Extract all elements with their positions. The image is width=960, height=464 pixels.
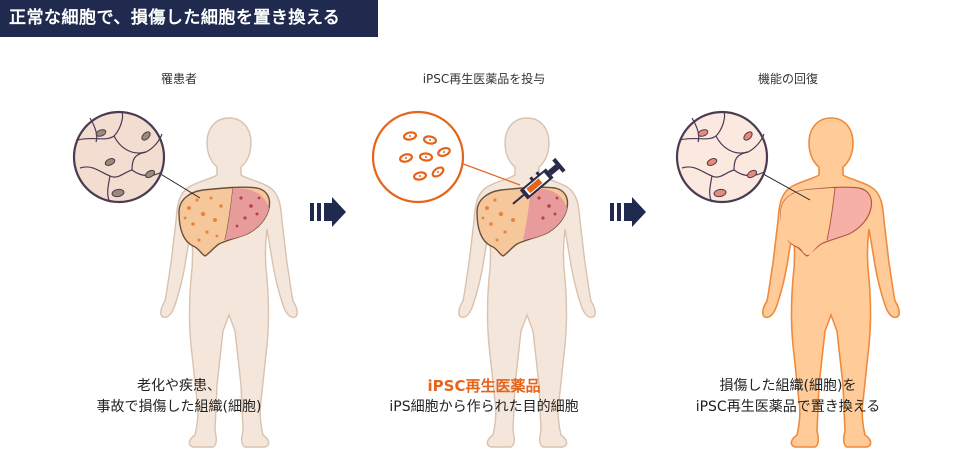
healthy-cells-zoom-icon: [675, 110, 769, 204]
stage1-figure: [72, 110, 298, 448]
stage-label-recovery: 機能の回復: [757, 72, 818, 86]
stage1-caption: 老化や疾患、 事故で損傷した組織(細胞): [49, 376, 309, 418]
ipsc-cells-zoom-icon: [371, 110, 465, 204]
page-title: 正常な細胞で、損傷した細胞を置き換える: [0, 0, 378, 37]
next-arrow-icon: [310, 197, 346, 227]
caption-line: 老化や疾患、: [137, 378, 221, 394]
caption-line: 損傷した組織(細胞)を: [719, 378, 857, 394]
stage2-caption: iPSC再生医薬品 iPS細胞から作られた目的細胞: [354, 376, 614, 418]
caption-line: 事故で損傷した組織(細胞): [96, 399, 262, 415]
healthy-liver-icon: [780, 186, 873, 257]
damaged-liver-icon: [476, 186, 569, 257]
caption-line: iPSC再生医薬品で置き換える: [695, 399, 881, 415]
stage2-figure: [371, 110, 596, 448]
stage-label-administration: iPSC再生医薬品を投与: [422, 72, 546, 86]
caption-highlight: iPSC再生医薬品: [427, 377, 541, 395]
stage-label-patient: 罹患者: [160, 72, 197, 86]
damaged-liver-icon: [178, 186, 271, 257]
next-arrow-icon: [610, 197, 646, 227]
damaged-cells-zoom-icon: [72, 110, 166, 204]
stage3-caption: 損傷した組織(細胞)を iPSC再生医薬品で置き換える: [658, 376, 918, 418]
stage3-figure: [675, 110, 900, 448]
syringe-icon: [512, 157, 566, 205]
caption-line: iPS細胞から作られた目的細胞: [389, 399, 579, 415]
